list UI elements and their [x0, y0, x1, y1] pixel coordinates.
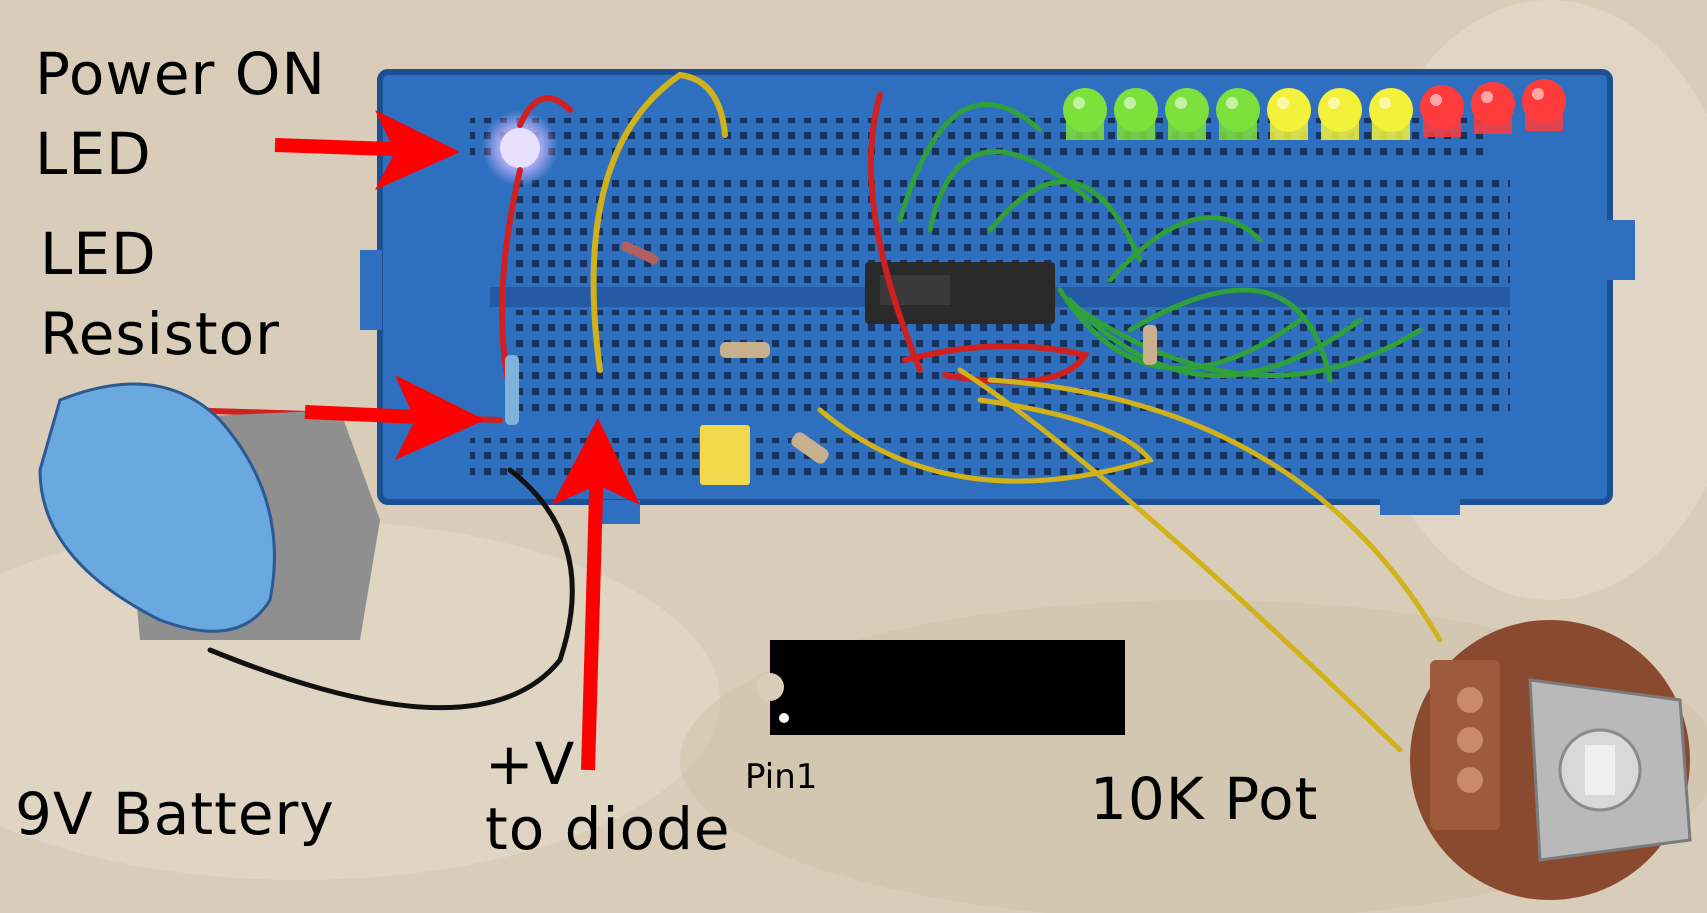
arrow-resistor [304, 375, 485, 460]
label-9v-battery: 9V Battery [15, 780, 335, 848]
led-bar-led-4 [1216, 88, 1260, 132]
arrow-plus-v [552, 418, 640, 771]
led-bar-highlight-2 [1124, 97, 1136, 109]
led-bar-led-10 [1522, 79, 1566, 123]
led-bar-led-6 [1318, 88, 1362, 132]
label-power-on: Power ON [35, 40, 326, 108]
label-resistor: Resistor [40, 300, 280, 368]
label-pin1: Pin1 [745, 757, 818, 797]
label-led: LED [40, 220, 157, 288]
led-bar-led-8 [1420, 85, 1464, 129]
led-bar-highlight-10 [1532, 88, 1544, 100]
led-bar-highlight-1 [1073, 97, 1085, 109]
led-bar-led-1 [1063, 88, 1107, 132]
power-on-led [482, 110, 558, 186]
label-plus-v: +V [485, 730, 576, 798]
led-bar-led-3 [1165, 88, 1209, 132]
led-bar-led-2 [1114, 88, 1158, 132]
annotation-arrows [274, 110, 640, 771]
led-bar-highlight-5 [1277, 97, 1289, 109]
components [505, 241, 1157, 485]
led-bar-highlight-8 [1430, 94, 1442, 106]
led-bar-highlight-9 [1481, 91, 1493, 103]
label-10k-pot: 10K Pot [1090, 765, 1319, 833]
breadboard [360, 69, 1635, 524]
9v-battery [38, 382, 380, 640]
arrow-power-led [274, 110, 460, 190]
led-bar-led-7 [1369, 88, 1413, 132]
led-bar-highlight-4 [1226, 97, 1238, 109]
label-power-on-led: LED [35, 120, 152, 188]
led-bar-led-5 [1267, 88, 1311, 132]
chip-outline-diagram [756, 640, 1125, 735]
led-bar-highlight-7 [1379, 97, 1391, 109]
10k-potentiometer [1410, 620, 1692, 900]
label-to-diode: to diode [485, 795, 731, 863]
led-bar-highlight-6 [1328, 97, 1340, 109]
led-bar-highlight-3 [1175, 97, 1187, 109]
led-bar [1063, 79, 1566, 140]
led-bar-led-9 [1471, 82, 1515, 126]
